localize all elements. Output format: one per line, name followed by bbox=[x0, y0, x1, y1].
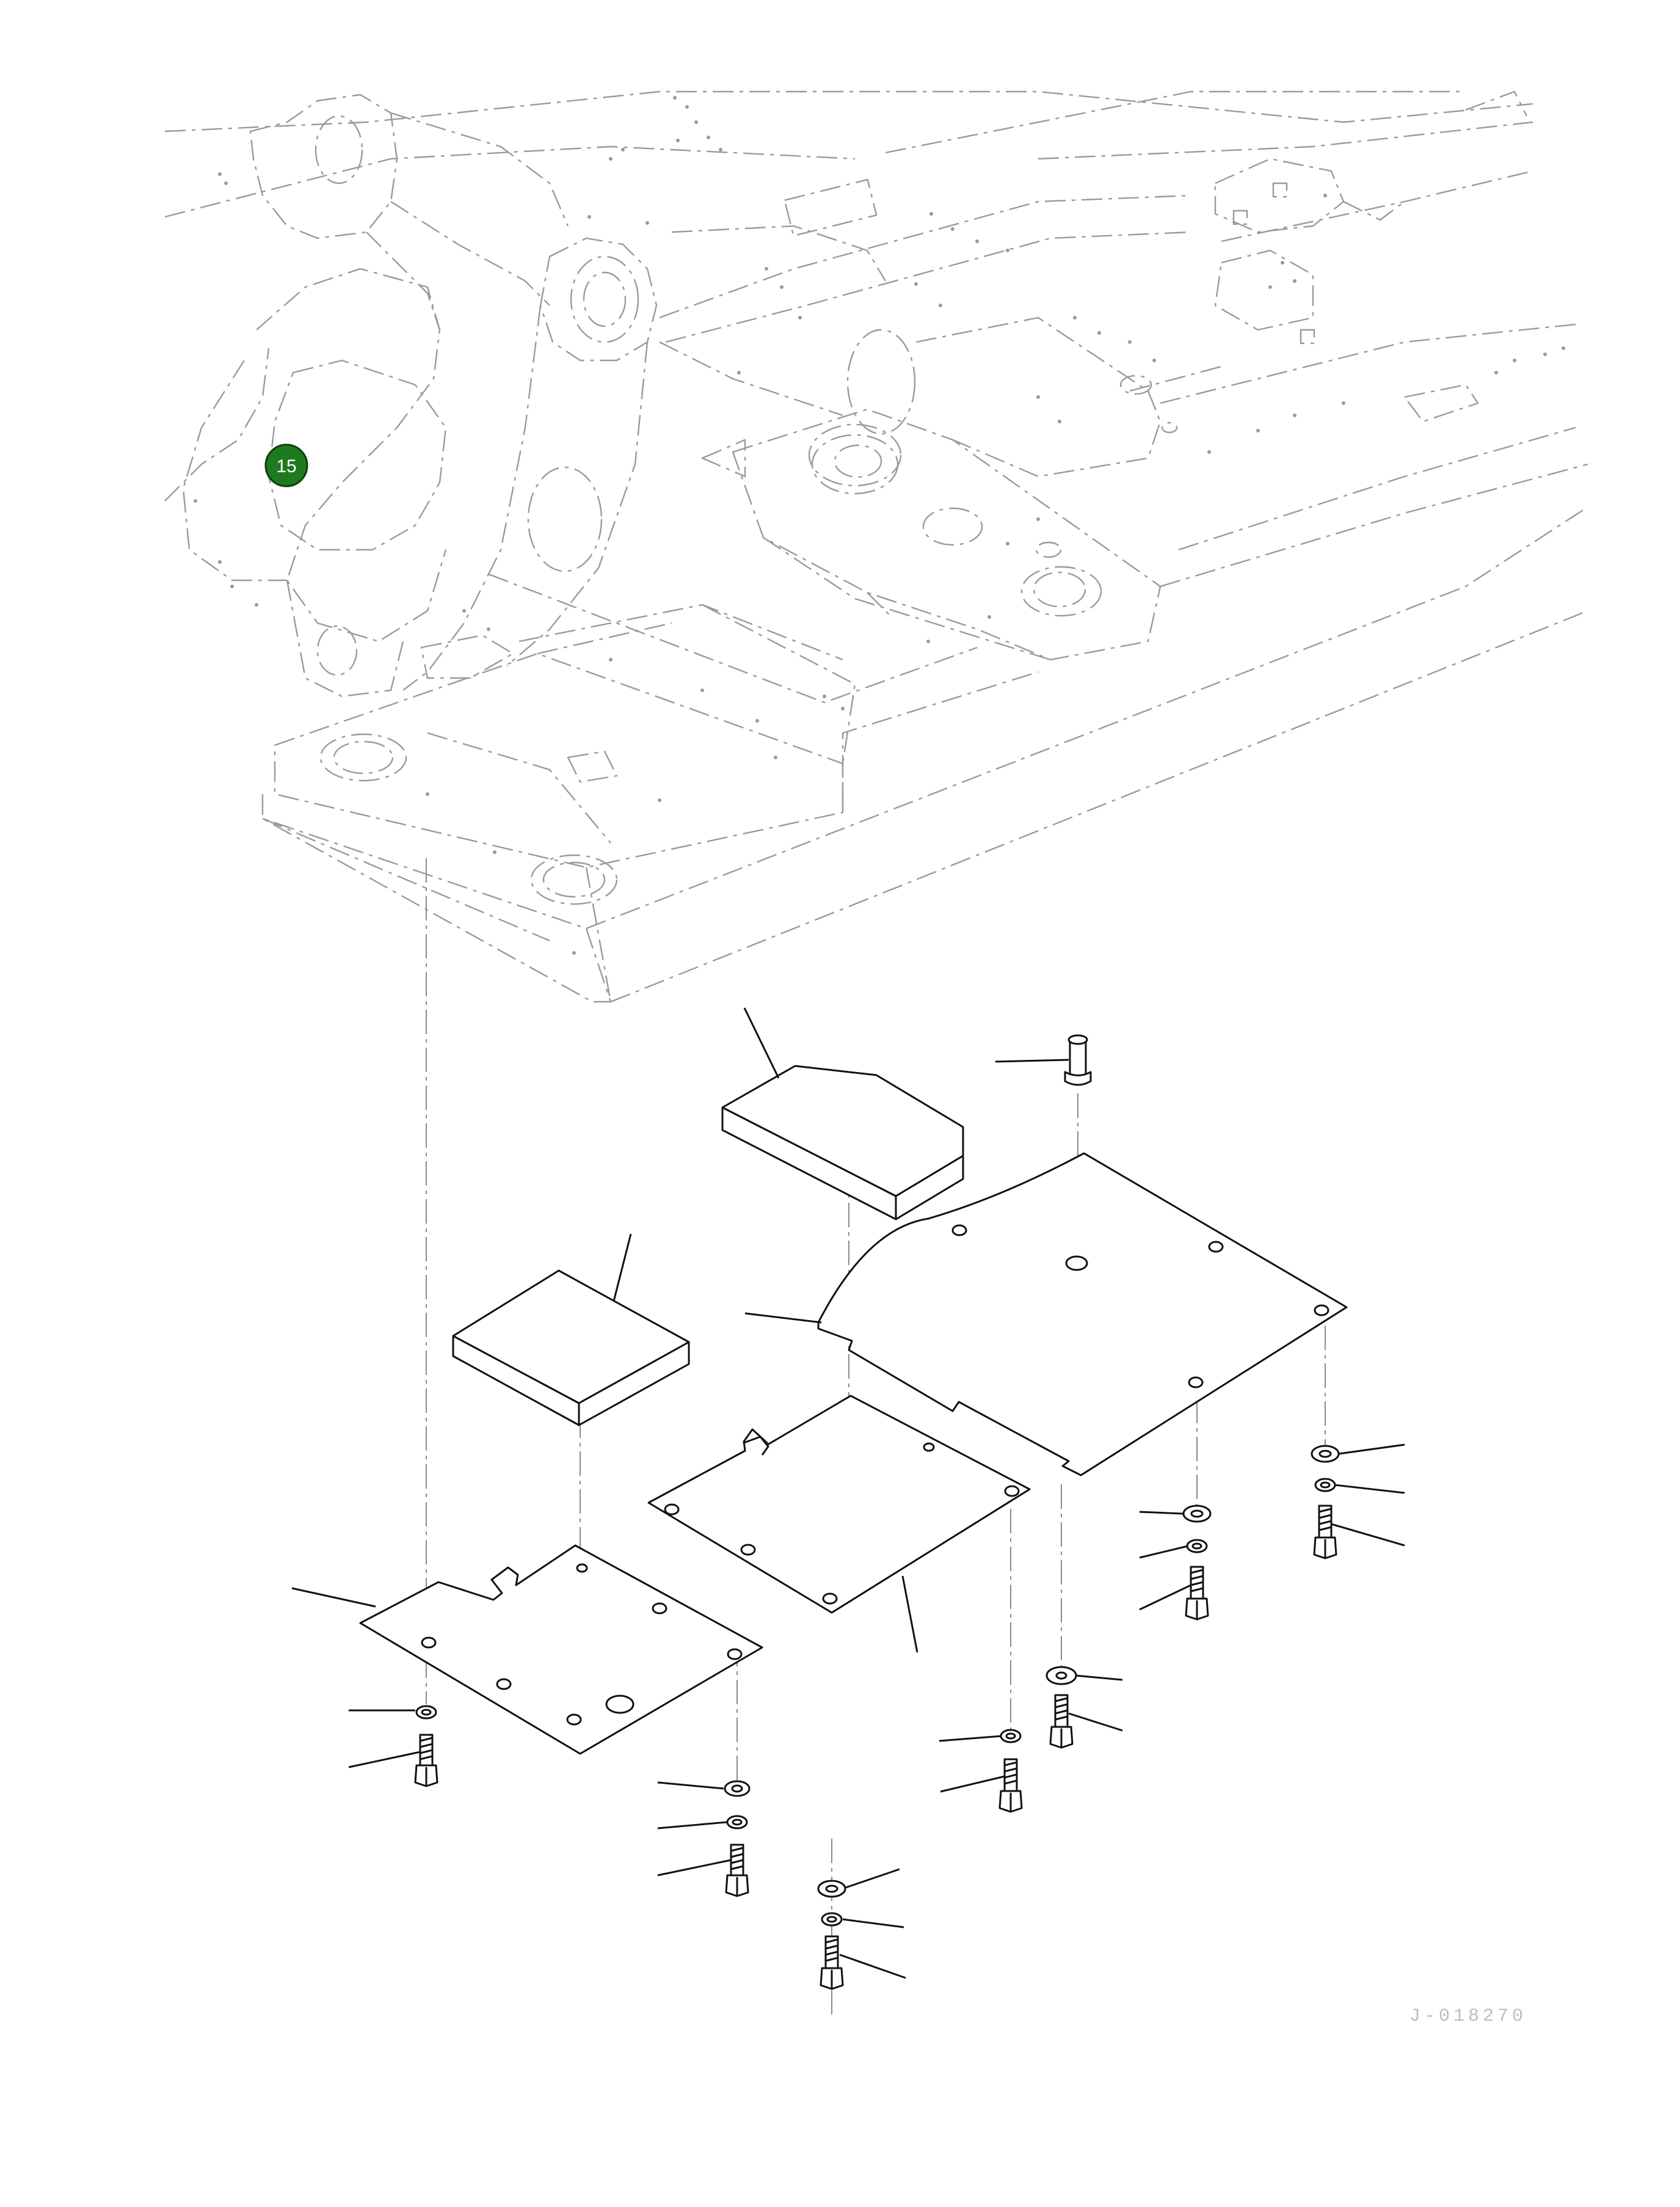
middle-plate bbox=[647, 1395, 1031, 1614]
bolt-1960 bbox=[1185, 1566, 1209, 1621]
washer-1960 bbox=[1186, 1539, 1208, 1553]
washer-1362 bbox=[821, 1912, 843, 1927]
lock-washer-2170 bbox=[1311, 1445, 1340, 1463]
washer-1655 bbox=[1000, 1729, 1022, 1743]
lock-washer-1960 bbox=[1182, 1505, 1212, 1523]
callout-badge[interactable]: 15 bbox=[264, 443, 308, 487]
bolt-1738 bbox=[1049, 1694, 1074, 1749]
drawing-code: J-018270 bbox=[1409, 2006, 1527, 2027]
large-washer-1738 bbox=[1045, 1666, 1077, 1685]
washer-2170 bbox=[1314, 1478, 1336, 1492]
lock-washer-1362 bbox=[817, 1880, 846, 1898]
callout-label: 15 bbox=[276, 456, 296, 476]
bolt-1362 bbox=[820, 1935, 844, 1990]
washer-1207 bbox=[726, 1815, 748, 1829]
bolt-1207 bbox=[725, 1844, 749, 1897]
fasteners bbox=[414, 1445, 1340, 1990]
bolt-698 bbox=[414, 1734, 438, 1787]
right-insulation-block bbox=[721, 1065, 964, 1220]
lock-washer-1207 bbox=[724, 1780, 751, 1797]
pipe-fitting bbox=[1064, 1034, 1092, 1086]
frame-holes bbox=[194, 96, 1565, 955]
bolt-1655 bbox=[998, 1758, 1023, 1813]
left-insulation-block bbox=[452, 1269, 690, 1426]
bolt-2170 bbox=[1313, 1505, 1337, 1559]
leader-lines bbox=[291, 1007, 1405, 1979]
lower-left-plate bbox=[359, 1544, 763, 1755]
upper-frame-structure bbox=[164, 90, 1588, 1003]
washer-698 bbox=[415, 1705, 437, 1720]
upper-right-plate bbox=[817, 1152, 1348, 1476]
